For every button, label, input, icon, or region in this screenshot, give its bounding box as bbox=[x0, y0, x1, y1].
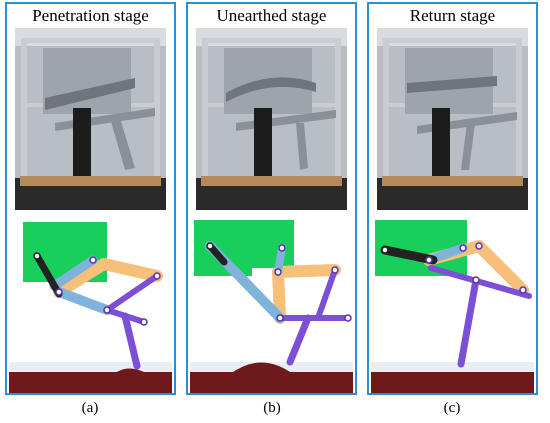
black-link bbox=[380, 245, 438, 265]
soil-bed bbox=[9, 372, 172, 393]
blue-link bbox=[54, 287, 112, 315]
panel-unearthed: Unearthed stage bbox=[186, 2, 357, 395]
rig-photo bbox=[15, 28, 166, 210]
tool-shank bbox=[121, 312, 141, 370]
tool-arm bbox=[104, 273, 160, 313]
panel-title: Unearthed stage bbox=[216, 6, 327, 25]
soil-bed bbox=[371, 372, 534, 393]
orange-link bbox=[272, 264, 341, 278]
tool-shank bbox=[286, 314, 312, 366]
caption-a: (a) bbox=[81, 400, 99, 416]
tool-arm bbox=[428, 265, 532, 299]
panel-return: Return stage bbox=[367, 2, 538, 395]
caption-c: (c) bbox=[443, 400, 461, 416]
simulation-view bbox=[371, 214, 534, 393]
black-link bbox=[33, 252, 63, 298]
panel-penetration: Penetration stage bbox=[5, 2, 176, 395]
simulation-view bbox=[190, 214, 353, 393]
caption-b: (b) bbox=[263, 400, 281, 416]
orange-link bbox=[98, 258, 163, 282]
soil-bed bbox=[190, 372, 353, 393]
panel-title: Return stage bbox=[409, 6, 496, 25]
simulation-view bbox=[9, 214, 172, 393]
tool-shank bbox=[457, 276, 480, 368]
panel-title: Penetration stage bbox=[32, 6, 149, 25]
rig-photo bbox=[377, 28, 528, 210]
rig-photo bbox=[196, 28, 347, 210]
